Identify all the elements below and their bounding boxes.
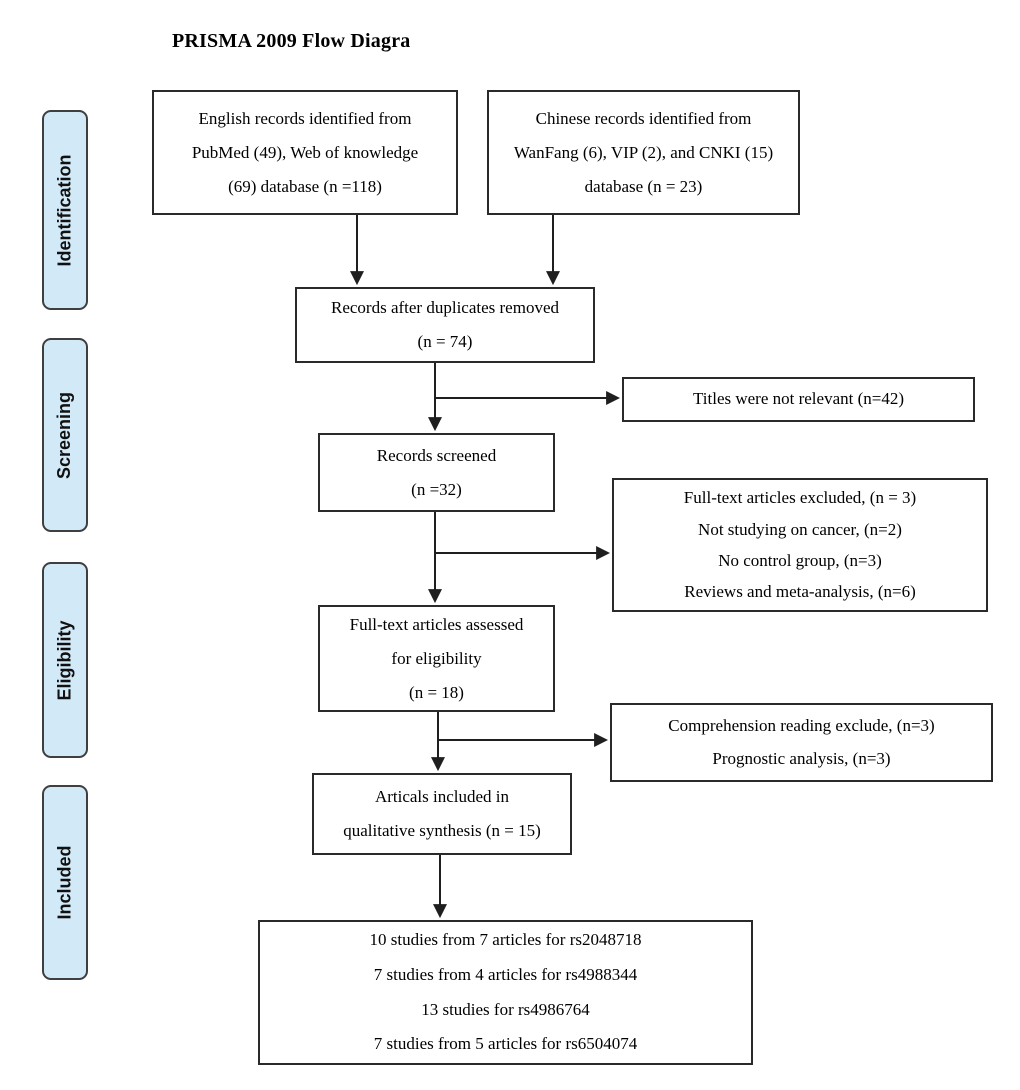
- box-line: Records screened: [376, 445, 497, 465]
- box-line: qualitative synthesis (n = 15): [343, 821, 541, 840]
- box-records-screened: Records screened (n =32): [318, 433, 555, 512]
- box-line: Prognostic analysis, (n=3): [712, 748, 891, 768]
- box-fulltext-assessed: Full-text articles assessed for eligibil…: [318, 605, 555, 712]
- box-line: No control group, (n=3): [718, 551, 882, 570]
- box-line: Records after duplicates removed: [331, 298, 559, 317]
- box-line: WanFang (6), VIP (2), and CNKI (15): [513, 142, 774, 162]
- box-line: Full-text articles assessed: [349, 614, 524, 634]
- stage-label-included: Included: [42, 785, 88, 980]
- stage-label-eligibility: Eligibility: [42, 562, 88, 758]
- box-line: database (n = 23): [584, 176, 703, 196]
- stage-label-text: Included: [54, 845, 75, 920]
- box-line: for eligibility: [391, 648, 482, 668]
- box-line: (n = 18): [409, 682, 464, 702]
- stage-label-screening: Screening: [42, 338, 88, 532]
- box-articles-included: Articals included in qualitative synthes…: [312, 773, 572, 855]
- box-line: Reviews and meta-analysis, (n=6): [684, 582, 916, 602]
- box-line: 7 studies from 4 articles for rs4988344: [373, 964, 638, 984]
- box-titles-not-relevant: Titles were not relevant (n=42): [622, 377, 975, 422]
- box-fulltext-excluded: Full-text articles excluded, (n = 3) Not…: [612, 478, 988, 612]
- box-line: 10 studies from 7 articles for rs2048718: [369, 929, 642, 949]
- box-line: 7 studies from 5 articles for rs6504074: [373, 1034, 638, 1054]
- box-line: (n =32): [411, 479, 462, 499]
- box-line: PubMed (49), Web of knowledge: [191, 142, 419, 162]
- box-line: Titles were not relevant (n=42): [692, 389, 905, 409]
- stage-label-text: Screening: [54, 391, 75, 479]
- box-studies-summary: 10 studies from 7 articles for rs2048718…: [258, 920, 753, 1065]
- box-line: 13 studies for rs4986764: [421, 999, 590, 1019]
- box-chinese-records: Chinese records identified from WanFang …: [487, 90, 800, 215]
- box-line: Chinese records identified from: [535, 108, 752, 128]
- diagram-title: PRISMA 2009 Flow Diagra: [172, 30, 411, 52]
- box-english-records: English records identified from PubMed (…: [152, 90, 458, 215]
- box-line: (n = 74): [417, 332, 473, 351]
- box-comprehension-exclude: Comprehension reading exclude, (n=3) Pro…: [610, 703, 993, 782]
- stage-label-text: Identification: [54, 154, 75, 266]
- box-line: English records identified from: [198, 108, 412, 128]
- box-line: Not studying on cancer, (n=2): [698, 519, 902, 539]
- box-line: Articals included in: [374, 787, 510, 806]
- box-line: Full-text articles excluded, (n = 3): [683, 488, 917, 508]
- box-line: Comprehension reading exclude, (n=3): [668, 716, 935, 736]
- box-line: (69) database (n =118): [228, 176, 382, 196]
- stage-label-text: Eligibility: [54, 619, 75, 701]
- box-duplicates-removed: Records after duplicates removed (n = 74…: [295, 287, 595, 363]
- stage-label-identification: Identification: [42, 110, 88, 310]
